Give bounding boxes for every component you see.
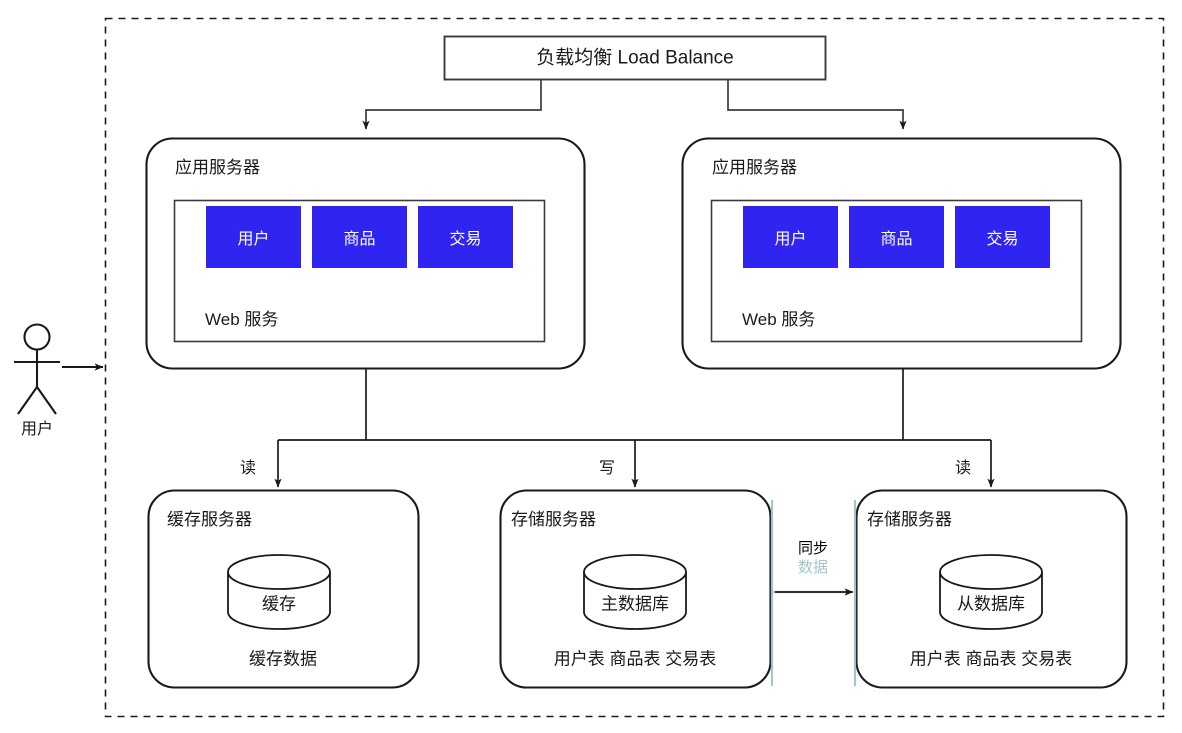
- cache-cylinder-icon: [227, 554, 331, 630]
- load-balance-box: [443, 35, 827, 81]
- app-server-left-title: 应用服务器: [175, 158, 260, 177]
- slave-storage-server-title: 存储服务器: [867, 510, 952, 529]
- connector-label-write: 写: [598, 460, 616, 477]
- module-product-left-label: 商品: [343, 231, 376, 248]
- module-user-right-label: 用户: [774, 231, 807, 248]
- module-product-left[interactable]: 商品: [312, 206, 407, 268]
- app-servers-to-storage-bus: [274, 368, 995, 488]
- master-database-label: 主数据库: [601, 594, 669, 614]
- web-service-right-label: Web 服务: [742, 310, 816, 329]
- app-server-right-title: 应用服务器: [712, 158, 797, 177]
- master-storage-footer-label: 用户表 商品表 交易表: [553, 649, 717, 669]
- cache-footer-label: 缓存数据: [249, 649, 317, 669]
- module-product-right[interactable]: 商品: [849, 206, 944, 268]
- slave-database-cylinder-icon: [939, 554, 1043, 630]
- lb-to-app-server-right-connector: [727, 79, 907, 130]
- sync-data-label-line1: 同步: [797, 540, 828, 557]
- slave-storage-footer-label: 用户表 商品表 交易表: [909, 649, 1073, 669]
- connector-label-read-left: 读: [239, 460, 257, 477]
- slave-database-label: 从数据库: [957, 594, 1025, 614]
- module-transaction-left-label: 交易: [449, 231, 482, 248]
- module-transaction-right-label: 交易: [986, 231, 1019, 248]
- module-user-left[interactable]: 用户: [206, 206, 301, 268]
- sync-data-label-line2: 数据: [797, 558, 828, 576]
- lb-to-app-server-left-connector: [362, 79, 542, 130]
- module-user-left-label: 用户: [237, 231, 270, 248]
- sync-data-label: 同步 数据: [783, 540, 843, 578]
- load-balance-label: 负载均衡 Load Balance: [536, 47, 734, 69]
- module-product-right-label: 商品: [880, 231, 913, 248]
- system-boundary: [104, 17, 1165, 718]
- cache-cylinder-label: 缓存: [262, 594, 296, 614]
- web-service-left-label: Web 服务: [205, 310, 279, 329]
- master-database-cylinder-icon: [583, 554, 687, 630]
- user-actor-icon: [14, 323, 60, 415]
- user-actor-label: 用户: [20, 421, 54, 438]
- connector-label-read-right: 读: [954, 460, 972, 477]
- module-transaction-right[interactable]: 交易: [955, 206, 1050, 268]
- cache-server-title: 缓存服务器: [167, 510, 252, 529]
- module-user-right[interactable]: 用户: [743, 206, 838, 268]
- master-storage-server-title: 存储服务器: [511, 510, 596, 529]
- sync-highlight-overlay: [770, 500, 857, 686]
- module-transaction-left[interactable]: 交易: [418, 206, 513, 268]
